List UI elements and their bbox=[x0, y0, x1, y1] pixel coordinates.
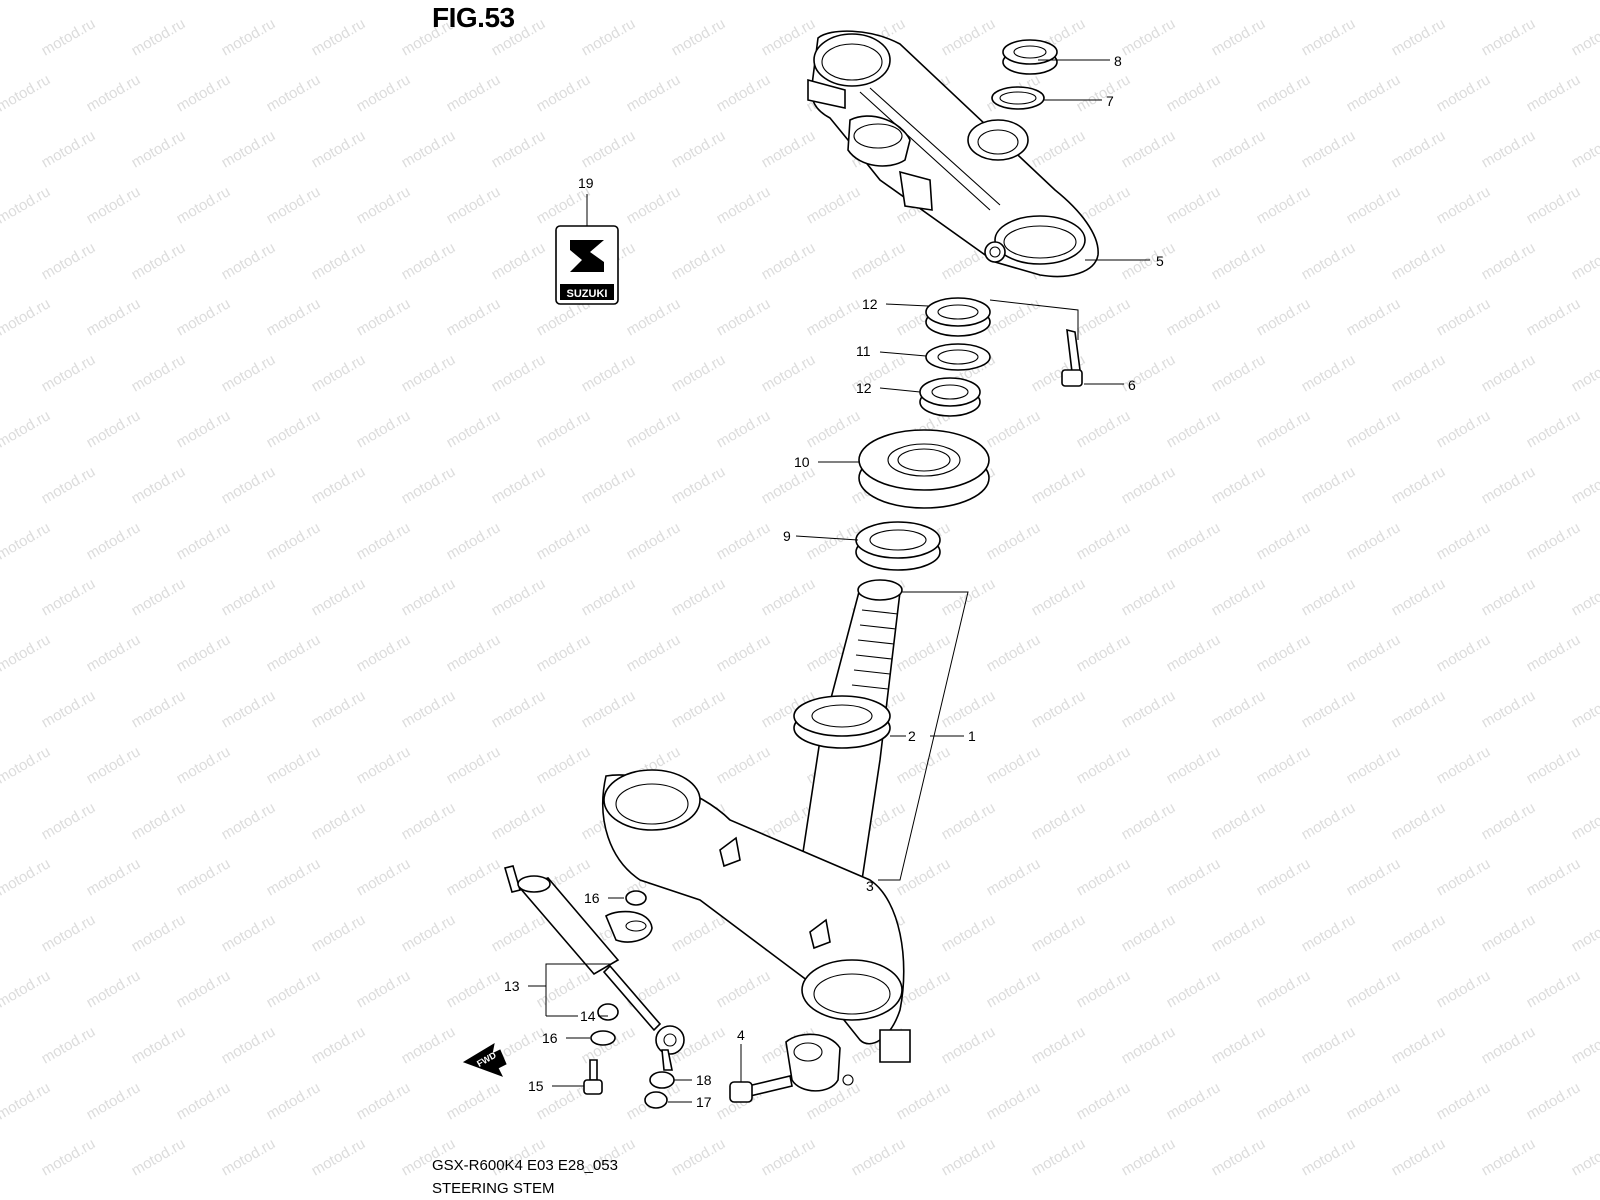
steering-stem-head-nut bbox=[1002, 39, 1058, 75]
dust-seal bbox=[858, 429, 990, 509]
emblem-text: SUZUKI bbox=[567, 288, 608, 300]
callout-3: 3 bbox=[866, 878, 874, 894]
washer-16-upper bbox=[625, 890, 647, 906]
callout-4: 4 bbox=[737, 1027, 745, 1043]
steering-damper bbox=[503, 865, 685, 1071]
damper-bush-14 bbox=[597, 1003, 619, 1021]
callout-13: 13 bbox=[504, 978, 520, 994]
lower-bracket-clamp-bolt bbox=[729, 1075, 793, 1103]
nut-17 bbox=[644, 1091, 668, 1109]
callout-14: 14 bbox=[580, 1008, 596, 1024]
leader-lines bbox=[528, 59, 1150, 1103]
callout-19: 19 bbox=[578, 175, 594, 191]
washer-18 bbox=[649, 1071, 675, 1089]
callout-numbers: 1 2 3 4 5 6 7 8 9 10 11 12 12 13 14 15 1… bbox=[504, 53, 1164, 1110]
washer-7 bbox=[991, 86, 1045, 110]
steering-bearing bbox=[855, 521, 941, 571]
figure-title: FIG.53 bbox=[432, 2, 515, 33]
bracket-clamp-bolt bbox=[1061, 328, 1083, 387]
callout-8: 8 bbox=[1114, 53, 1122, 69]
callout-1: 1 bbox=[968, 728, 976, 744]
washer-11 bbox=[925, 343, 991, 371]
model-code-caption: GSX-R600K4 E03 E28_053 bbox=[432, 1157, 618, 1174]
callout-10: 10 bbox=[794, 454, 810, 470]
callout-7: 7 bbox=[1106, 93, 1114, 109]
callout-16-upper: 16 bbox=[584, 890, 600, 906]
steering-stem-lock-nut-lower bbox=[919, 377, 981, 417]
callout-17: 17 bbox=[696, 1094, 712, 1110]
damper-bolt-15 bbox=[583, 1059, 603, 1095]
callout-6: 6 bbox=[1128, 377, 1136, 393]
callout-12-lower: 12 bbox=[856, 380, 872, 396]
washer-16-lower bbox=[590, 1030, 616, 1046]
callout-5: 5 bbox=[1156, 253, 1164, 269]
steering-stem-lock-nut-upper bbox=[925, 297, 991, 337]
callout-12-upper: 12 bbox=[862, 296, 878, 312]
callout-15: 15 bbox=[528, 1078, 544, 1094]
section-name-caption: STEERING STEM bbox=[432, 1180, 555, 1197]
lower-bracket bbox=[602, 769, 911, 1092]
callout-11: 11 bbox=[856, 343, 871, 359]
suzuki-emblem: SUZUKI bbox=[555, 225, 619, 305]
callout-18: 18 bbox=[696, 1072, 712, 1088]
fwd-arrow: FWD bbox=[462, 1042, 507, 1077]
callout-2: 2 bbox=[908, 728, 916, 744]
callout-9: 9 bbox=[783, 528, 791, 544]
callout-16-lower: 16 bbox=[542, 1030, 558, 1046]
upper-bracket bbox=[807, 30, 1099, 278]
